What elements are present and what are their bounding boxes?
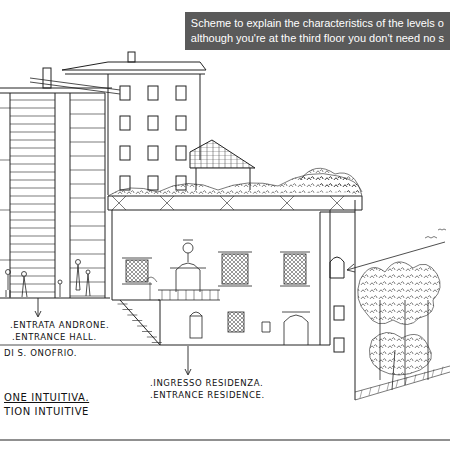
stroke xyxy=(10,260,55,261)
annotation-label: DI S. ONOFRIO. xyxy=(4,348,77,358)
window xyxy=(148,146,158,160)
stroke xyxy=(396,380,398,388)
stroke xyxy=(70,128,105,129)
stroke xyxy=(122,309,132,310)
stroke xyxy=(70,240,105,241)
banner-text: although you're at the third floor you d… xyxy=(191,31,444,46)
stroke xyxy=(70,114,105,115)
stroke xyxy=(10,100,55,101)
stroke xyxy=(10,252,55,253)
window xyxy=(148,176,158,190)
annotation-label: .ENTRANCE RESIDENCE. xyxy=(150,390,265,400)
annotation-label: .ENTRANCE HALL. xyxy=(12,332,97,342)
caption-banner: Scheme to explain the characteristics of… xyxy=(185,12,450,50)
window xyxy=(120,86,130,100)
window xyxy=(176,116,186,130)
annotation-label: ONE INTUITIVA. xyxy=(4,392,89,403)
stroke xyxy=(10,212,55,213)
stroke xyxy=(70,254,105,255)
stroke xyxy=(70,198,105,199)
stroke xyxy=(10,188,55,189)
stroke xyxy=(132,320,142,321)
window xyxy=(120,146,130,160)
banner-text: Scheme to explain the characteristics of… xyxy=(191,16,444,31)
stroke xyxy=(137,326,147,327)
stroke xyxy=(10,196,55,197)
annotation-label: .INGRESSO RESIDENZA. xyxy=(150,378,263,388)
stroke xyxy=(378,385,380,393)
stroke xyxy=(414,374,416,382)
stroke xyxy=(10,156,55,157)
stroke xyxy=(10,244,55,245)
window xyxy=(148,116,158,130)
stroke xyxy=(10,164,55,165)
window xyxy=(148,86,158,100)
stroke xyxy=(432,369,434,377)
stroke xyxy=(10,228,55,229)
stroke xyxy=(70,268,105,269)
stroke xyxy=(441,367,443,375)
stroke xyxy=(142,331,152,332)
stroke xyxy=(10,268,55,269)
annotation-label: TION INTUITIVE xyxy=(4,406,89,417)
stroke xyxy=(10,124,55,125)
stroke xyxy=(10,276,55,277)
stroke xyxy=(10,204,55,205)
stroke xyxy=(147,337,157,338)
stroke xyxy=(10,132,55,133)
window xyxy=(176,146,186,160)
stroke xyxy=(127,315,137,316)
stroke xyxy=(152,342,162,343)
stroke xyxy=(70,156,105,157)
stroke xyxy=(10,292,55,293)
stroke xyxy=(10,108,55,109)
stroke xyxy=(10,116,55,117)
stroke xyxy=(10,220,55,221)
stroke xyxy=(423,372,425,380)
stroke xyxy=(70,212,105,213)
stroke xyxy=(10,140,55,141)
stroke xyxy=(360,390,362,398)
stroke xyxy=(10,236,55,237)
stroke xyxy=(10,284,55,285)
stroke xyxy=(70,226,105,227)
window xyxy=(120,116,130,130)
stroke xyxy=(70,142,105,143)
stroke xyxy=(10,148,55,149)
stroke xyxy=(10,180,55,181)
stroke xyxy=(70,296,105,297)
stroke xyxy=(387,382,389,390)
stroke xyxy=(118,304,128,305)
window xyxy=(176,86,186,100)
stroke xyxy=(70,100,105,101)
stroke xyxy=(405,377,407,385)
stroke xyxy=(70,170,105,171)
stroke xyxy=(10,172,55,173)
annotation-label: .ENTRATA ANDRONE. xyxy=(10,320,109,330)
stroke xyxy=(70,184,105,185)
stroke xyxy=(369,387,371,395)
